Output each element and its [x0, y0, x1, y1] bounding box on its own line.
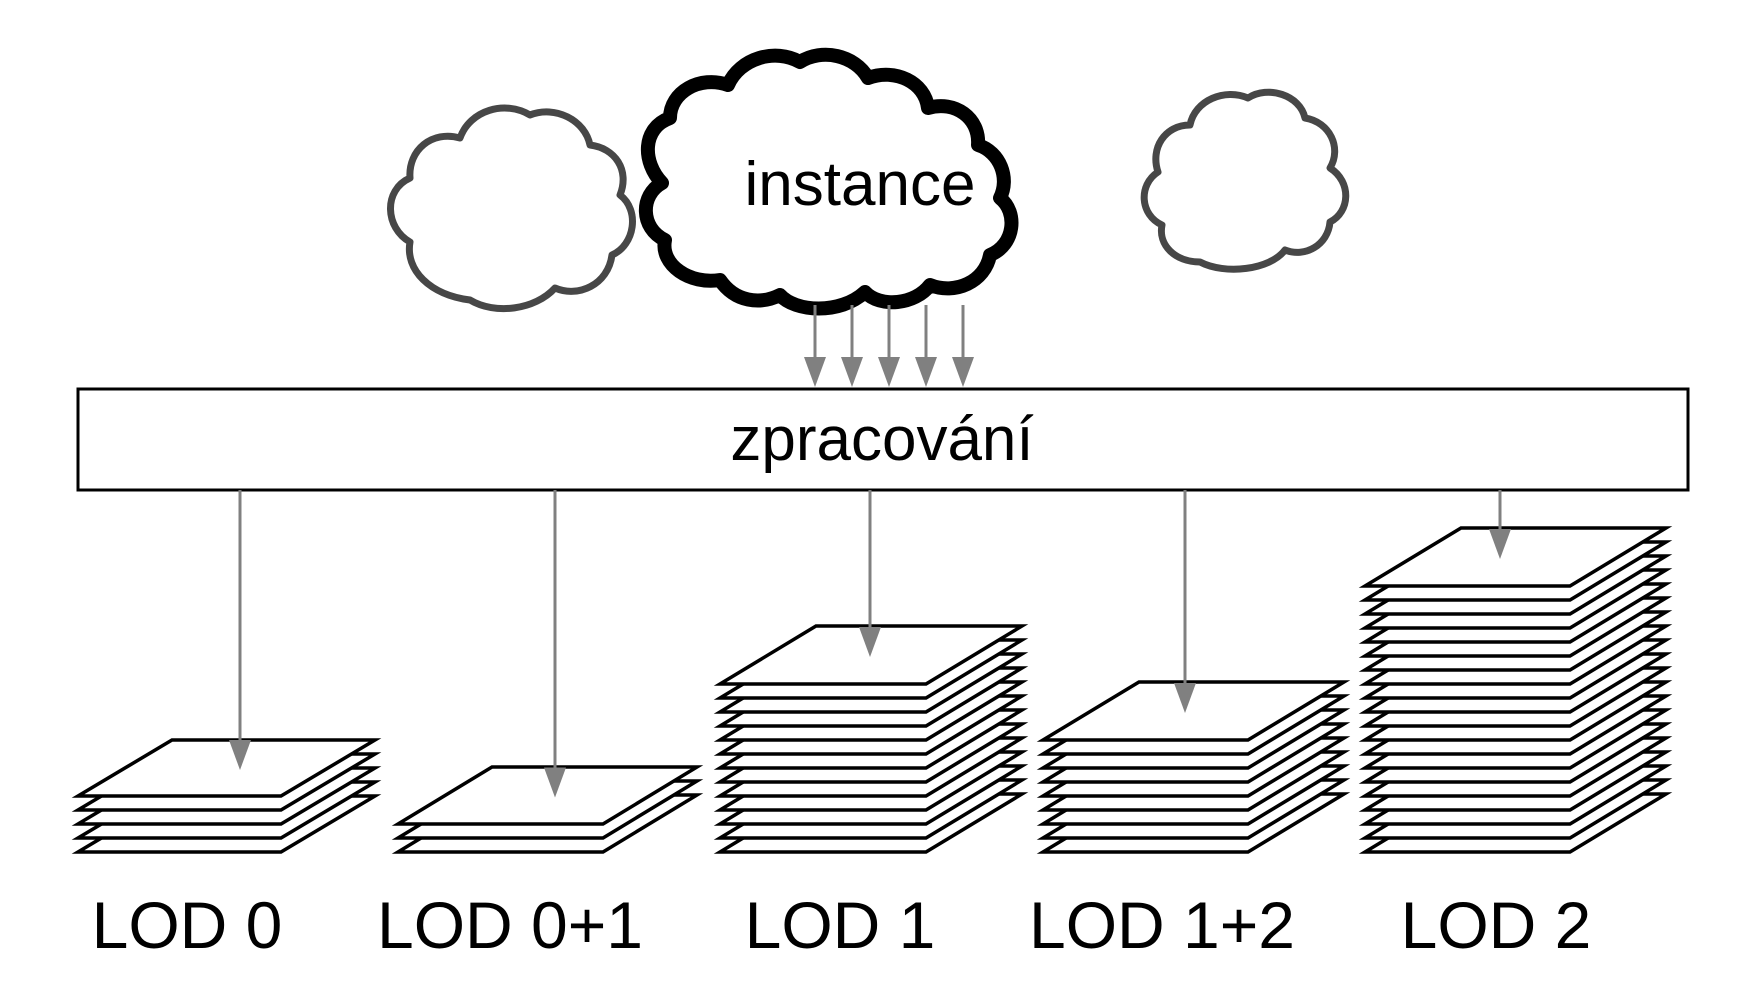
stack-label-lod-1-2: LOD 1+2	[1029, 888, 1295, 962]
right-cloud	[1140, 88, 1350, 273]
cloud-arrow-4	[915, 305, 937, 387]
stack-4	[1036, 680, 1351, 854]
cloud-arrow-2	[841, 305, 863, 387]
process-arrow-5	[1489, 490, 1511, 559]
instance-label: instance	[745, 150, 976, 219]
process-arrow-3	[859, 490, 881, 657]
cloud-arrow-1	[804, 305, 826, 387]
process-arrow-2	[544, 490, 566, 798]
process-box: zpracování	[76, 387, 1690, 492]
stack-label-lod-0-1: LOD 0+1	[377, 888, 643, 962]
cloud-to-process-arrows	[804, 305, 974, 387]
process-label: zpracování	[730, 405, 1033, 474]
stack-labels: LOD 0 LOD 0+1 LOD 1 LOD 1+2 LOD 2	[92, 888, 1592, 962]
stack-label-lod-2: LOD 2	[1401, 888, 1592, 962]
sheet	[391, 765, 704, 826]
lod-stacks	[71, 526, 1673, 854]
stack-label-lod-1: LOD 1	[745, 888, 936, 962]
sheet	[71, 738, 382, 798]
left-cloud	[387, 104, 636, 313]
instance-cloud: instance	[638, 47, 1019, 316]
sheet	[1358, 526, 1673, 588]
stack-label-lod-0: LOD 0	[92, 888, 283, 962]
stack-5	[1358, 526, 1673, 854]
sheet	[713, 624, 1029, 686]
stack-2	[391, 765, 704, 854]
process-to-stack-arrows	[229, 490, 1511, 798]
stack-3	[713, 624, 1029, 854]
stack-1	[71, 738, 382, 854]
cloud-arrow-3	[878, 305, 900, 387]
sheet	[1036, 680, 1351, 742]
cloud-arrow-5	[952, 305, 974, 387]
process-arrow-4	[1174, 490, 1196, 713]
process-arrow-1	[229, 490, 251, 770]
